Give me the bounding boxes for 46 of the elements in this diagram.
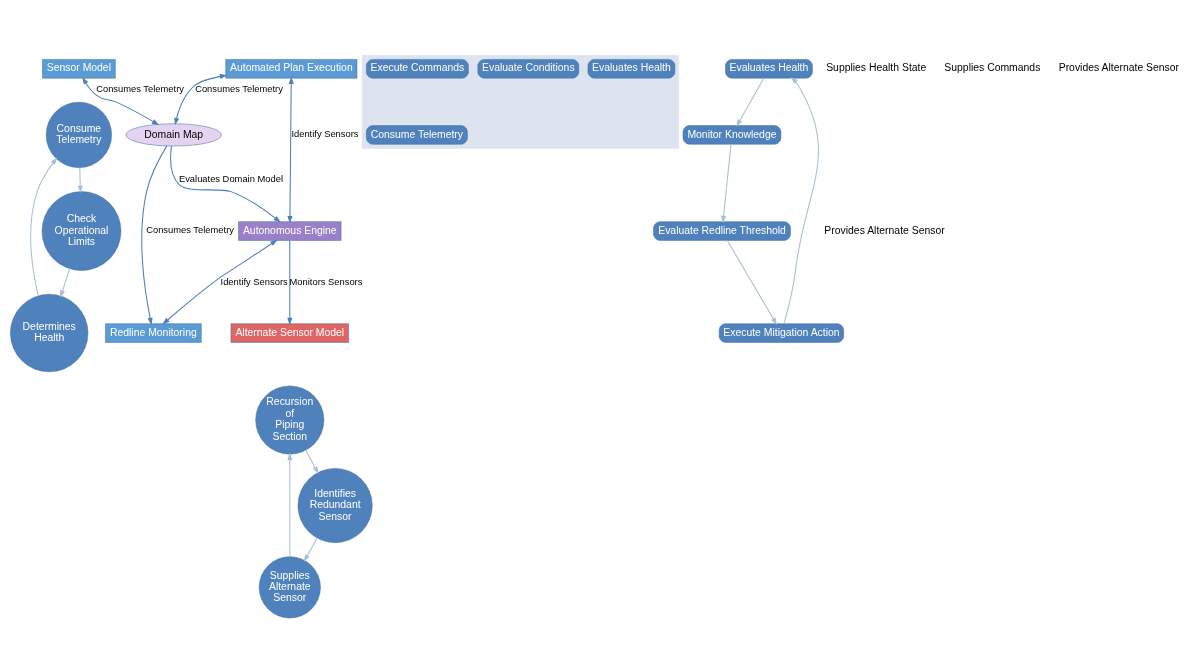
node-box: Evaluate Conditions [477,59,580,79]
arrow [287,76,294,224]
arrow [736,77,765,127]
node-circle: Recursion of Piping Section [255,385,325,455]
label: Provides Alternate Sensor [1058,62,1180,74]
cluster [361,55,680,149]
arrow [170,145,281,223]
arrow [141,145,168,326]
arrow [60,268,71,298]
node-circle: Check Operational Limits [41,191,122,271]
arrow [305,449,319,474]
label: Provides Alternate Sensor [824,224,945,236]
node-box: Evaluates Health [587,59,676,79]
arrow [287,452,293,558]
arrow [726,240,777,325]
node-box: Evaluate Redline Threshold [653,221,791,241]
node-box: Execute Commands [366,59,469,79]
edge-label: Consumes Telemetry [96,84,184,95]
label: Supplies Health State [826,62,927,74]
arrow [721,143,732,224]
node-ellipse: Domain Map [125,123,222,147]
node-box: Monitor Knowledge [682,125,782,145]
node-box: Evaluates Health [725,59,813,79]
arrow [287,240,293,326]
edge-label: Evaluates Domain Model [178,173,283,184]
arrow [77,167,83,194]
arrow [82,77,160,126]
node-box: Consume Telemetry [366,125,468,145]
node-box: Automated Plan Execution [225,59,358,79]
node-box: Alternate Sensor Model [230,323,349,343]
edge-label: Monitors Sensors [289,276,363,287]
node-box: Execute Mitigation Action [718,323,844,343]
node-box: Autonomous Engine [238,221,342,241]
arrow [303,537,318,562]
node-box: Redline Monitoring [105,323,202,343]
arrow [783,77,819,325]
arrow [30,157,58,297]
arrow [174,73,228,126]
arrow [162,239,278,325]
label: Supplies Commands [944,62,1041,74]
node-circle: Determines Health [10,294,89,373]
node-box: Sensor Model [42,59,116,79]
edge-label: Identify Sensors [291,129,359,140]
edge-label: Identify Sensors [220,276,288,287]
edge-label: Consumes Telemetry [195,84,283,95]
edge-label: Consumes Telemetry [146,225,234,236]
